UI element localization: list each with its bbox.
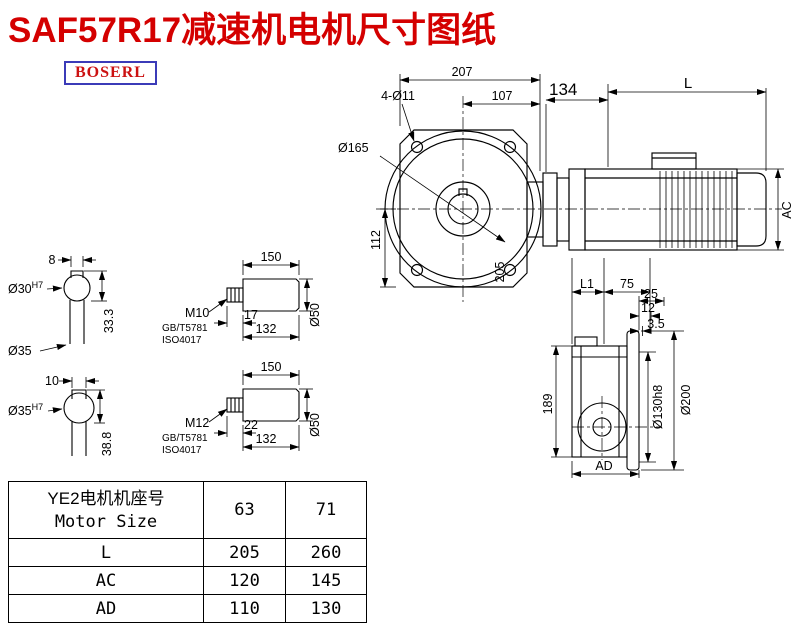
label-bore-30: Ø30H7 xyxy=(8,280,43,296)
dim-3-5: 3.5 xyxy=(647,317,664,331)
motor-fins xyxy=(659,171,733,248)
bore-section-35 xyxy=(63,392,95,424)
table-header-cell: YE2电机机座号 Motor Size xyxy=(8,481,204,539)
dim-134: 134 xyxy=(549,80,577,99)
boserl-logo: BOSERL xyxy=(64,61,157,85)
label-shaft1-thread: M10 xyxy=(185,306,209,320)
bore-30-value: Ø30 xyxy=(8,282,32,296)
bore-35-tolerance: H7 xyxy=(32,402,44,412)
centerlines xyxy=(376,96,782,460)
dim-shaft1-body-length: 132 xyxy=(256,322,277,336)
label-shaft1-std-gb: GB/T5781 xyxy=(162,323,208,334)
table-row-AC: AC 120 145 xyxy=(8,566,367,595)
table-cell: 205 xyxy=(203,538,286,567)
dim-75: 75 xyxy=(620,277,634,291)
dim-bolt-holes: 4-Ø11 xyxy=(381,89,415,103)
table-col-71: 71 xyxy=(285,481,367,539)
output-flange xyxy=(626,330,640,471)
shaft-details-dimensions: 150 M10 GB/T5781 ISO4017 17 132 Ø50 150 … xyxy=(162,250,322,456)
table-row-AD: AD 110 130 xyxy=(8,594,367,623)
dim-motor-length-L: L xyxy=(684,75,692,92)
table-col-63: 63 xyxy=(203,481,286,539)
row-label-L: L xyxy=(8,538,204,567)
page-title: SAF57R17减速机电机尺寸图纸 xyxy=(8,11,497,50)
label-shaft1-std-iso: ISO4017 xyxy=(162,335,202,346)
bore-35-value: Ø35 xyxy=(8,404,32,418)
label-shaft2-std-gb: GB/T5781 xyxy=(162,433,208,444)
dim-spigot-130: Ø130h8 xyxy=(651,385,665,430)
table-cell: 130 xyxy=(285,594,367,623)
dim-205: 205 xyxy=(493,262,507,283)
table-header-en: Motor Size xyxy=(54,512,158,532)
side-view-dimensions: L1 75 25 12 3.5 189 Ø130h8 xyxy=(541,258,693,478)
table-row-L: L 205 260 xyxy=(8,538,367,567)
dim-112: 112 xyxy=(369,230,383,250)
table-cell: 120 xyxy=(203,566,286,595)
motor-size-table: YE2电机机座号 Motor Size 63 71 L 205 260 AC 1… xyxy=(8,481,367,623)
bolt-hole xyxy=(503,140,517,154)
label-sleeve-dia: Ø35 xyxy=(8,344,32,358)
boserl-logo-text: BOSERL xyxy=(75,64,146,81)
dim-flange-200: Ø200 xyxy=(679,385,693,416)
dim-shaft1-thread-length: 17 xyxy=(244,308,258,322)
dim-key-height-33-3: 33.3 xyxy=(102,309,116,333)
dim-flange-dia: Ø165 xyxy=(338,141,369,155)
dim-key-width-8: 8 xyxy=(49,253,56,267)
shaft-bottom-body xyxy=(242,388,300,422)
dim-L1: L1 xyxy=(580,277,594,291)
dim-shaft2-length: 150 xyxy=(261,360,282,374)
shaft-top-body xyxy=(242,278,300,312)
shaft-details-linework xyxy=(226,278,300,422)
dim-shaft2-dia: Ø50 xyxy=(308,413,322,437)
side-view-linework xyxy=(571,330,640,471)
bolt-hole xyxy=(410,263,424,277)
dim-189: 189 xyxy=(541,394,555,415)
table-cell: 260 xyxy=(285,538,367,567)
row-label-AD: AD xyxy=(8,594,204,623)
output-shaft-end xyxy=(577,402,627,452)
dim-shaft2-body-length: 132 xyxy=(256,432,277,446)
label-shaft2-thread: M12 xyxy=(185,416,209,430)
table-cell: 145 xyxy=(285,566,367,595)
bore-section-30 xyxy=(63,274,91,302)
bolt-hole xyxy=(503,263,517,277)
dim-shaft1-length: 150 xyxy=(261,250,282,264)
label-shaft2-std-iso: ISO4017 xyxy=(162,445,202,456)
dim-key-width-10: 10 xyxy=(45,374,59,388)
terminal-box xyxy=(651,152,697,170)
dim-25: 25 xyxy=(644,287,658,301)
front-view-dimensions: 207 107 4-Ø11 Ø165 112 134 L AC 205 xyxy=(338,65,794,288)
row-label-AC: AC xyxy=(8,566,204,595)
dim-shaft1-dia: Ø50 xyxy=(308,303,322,327)
gearbox-housing xyxy=(399,129,528,288)
dim-AC: AC xyxy=(780,201,794,218)
motor-body xyxy=(526,152,767,251)
bore-sections-dimensions: 8 Ø30H7 33.3 Ø35 10 Ø35H7 38.8 xyxy=(8,253,116,456)
dim-207: 207 xyxy=(452,65,473,79)
dim-AD: AD xyxy=(595,459,612,473)
dim-107: 107 xyxy=(492,89,513,103)
table-cell: 110 xyxy=(203,594,286,623)
dim-shaft2-thread-length: 22 xyxy=(244,418,258,432)
table-header-row: YE2电机机座号 Motor Size 63 71 xyxy=(8,481,367,539)
bore-30-tolerance: H7 xyxy=(32,280,44,290)
bolt-hole xyxy=(410,140,424,154)
dim-key-height-38-8: 38.8 xyxy=(100,432,114,456)
label-bore-35: Ø35H7 xyxy=(8,402,43,418)
dim-12: 12 xyxy=(641,301,655,315)
fan-cover xyxy=(736,172,767,247)
bore-sections-linework xyxy=(63,270,95,456)
table-header-cn: YE2电机机座号 xyxy=(47,489,165,508)
front-view-linework xyxy=(384,129,767,288)
